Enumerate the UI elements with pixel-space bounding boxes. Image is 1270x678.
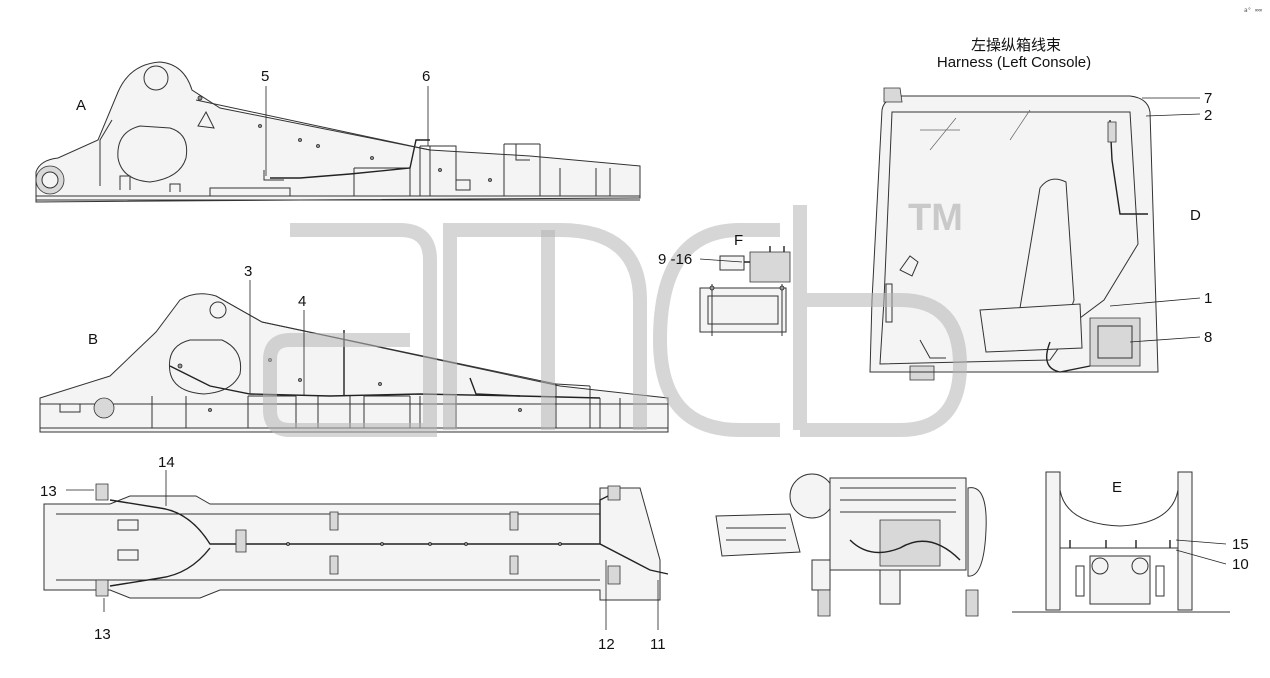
watermark: TM xyxy=(263,197,968,437)
view-a-boom-side xyxy=(35,61,641,203)
callout-13-top: 13 xyxy=(40,483,57,500)
view-e-rear-frame xyxy=(1012,471,1230,613)
view-c-arm-top xyxy=(43,483,669,601)
callout-5: 5 xyxy=(261,68,269,85)
watermark-trademark: TM xyxy=(908,197,963,239)
section-letter-d: D xyxy=(1190,207,1201,224)
callout-13-bottom: 13 xyxy=(94,626,111,643)
callout-12: 12 xyxy=(598,636,615,653)
view-f-bracket-assembly xyxy=(699,246,791,336)
callout-2: 2 xyxy=(1204,107,1212,124)
section-letter-a: A xyxy=(76,97,86,114)
title-chinese: 左操纵箱线束 xyxy=(971,36,1061,54)
corner-mark: a° ∞∞ xyxy=(1244,7,1262,14)
section-letter-f: F xyxy=(734,232,743,249)
callout-7: 7 xyxy=(1204,90,1212,107)
callout-10: 10 xyxy=(1232,556,1249,573)
callout-8: 8 xyxy=(1204,329,1212,346)
view-d-cab xyxy=(869,87,1159,381)
callout-11: 11 xyxy=(650,636,666,653)
leader-lines xyxy=(66,86,1227,630)
view-b-boom-side xyxy=(39,293,669,433)
section-letter-b: B xyxy=(88,331,98,348)
callout-14: 14 xyxy=(158,454,175,471)
callout-4: 4 xyxy=(298,293,306,310)
callout-1: 1 xyxy=(1204,290,1212,307)
engine-assembly xyxy=(715,473,987,617)
callout-15: 15 xyxy=(1232,536,1249,553)
section-letter-e: E xyxy=(1112,479,1122,496)
callout-6: 6 xyxy=(422,68,430,85)
callout-3: 3 xyxy=(244,263,252,280)
callout-9-16: 9 -16 xyxy=(658,251,692,268)
title-english: Harness (Left Console) xyxy=(937,54,1091,71)
